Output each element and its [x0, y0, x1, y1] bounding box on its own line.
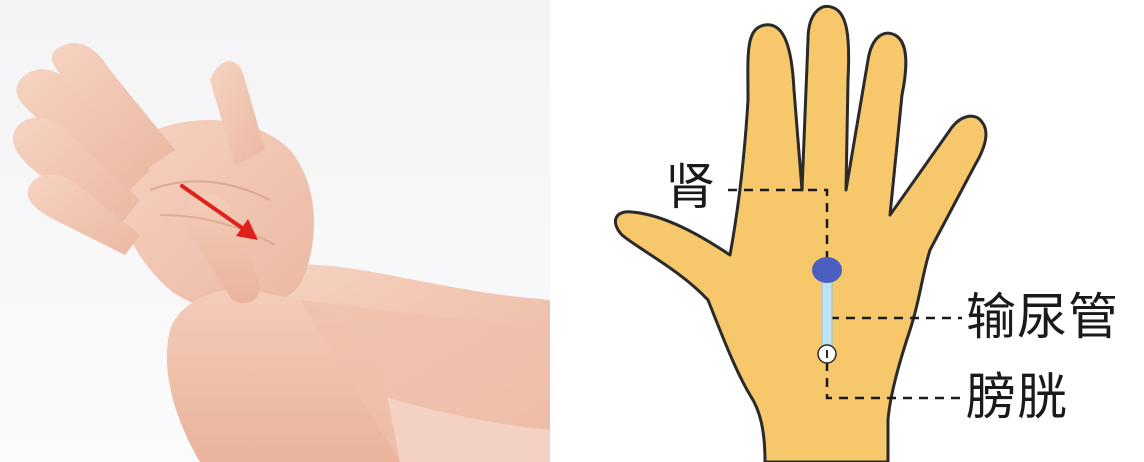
bladder-label: 膀胱	[966, 372, 1068, 422]
hand-reflex-diagram: 肾 输尿管 膀胱	[570, 0, 1144, 462]
kidney-point-icon	[812, 257, 842, 283]
ureter-label: 输尿管	[966, 292, 1119, 342]
kidney-label: 肾	[665, 162, 716, 212]
hand-silhouette	[615, 6, 986, 462]
ureter-line	[822, 272, 832, 354]
hand-massage-photo	[0, 0, 550, 462]
hand-photo-illustration	[0, 0, 550, 462]
